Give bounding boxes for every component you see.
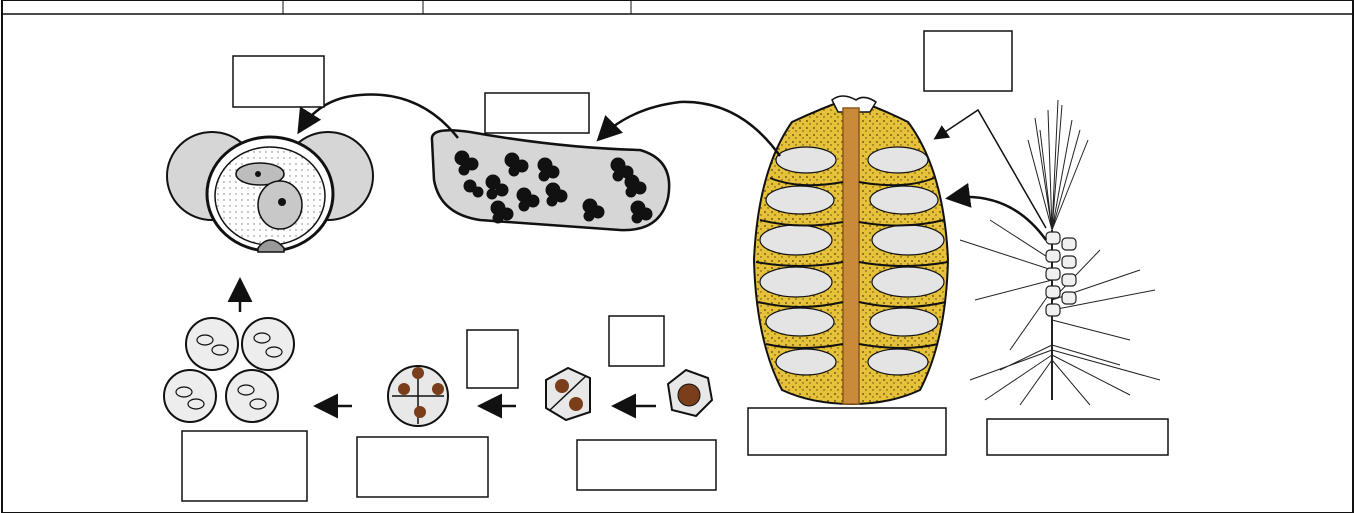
- tetrad: [388, 366, 448, 426]
- microsporangium: [766, 186, 834, 214]
- microsporangium: [760, 225, 832, 255]
- pine-shoot: [960, 100, 1160, 405]
- pointer-male-cone: [936, 110, 1046, 228]
- box-dyad[interactable]: [577, 440, 716, 490]
- microsporangium: [766, 308, 834, 336]
- pollen-sac: [432, 130, 669, 230]
- box-male-cone[interactable]: [748, 408, 946, 455]
- microsporangium: [776, 147, 836, 173]
- microsporangium: [872, 267, 944, 297]
- microsporangium: [868, 349, 928, 375]
- microsporangium: [760, 267, 832, 297]
- male-cone: [754, 96, 948, 404]
- box-pine-shoot[interactable]: [987, 419, 1168, 455]
- box-microspores[interactable]: [182, 431, 307, 501]
- dyad: [546, 368, 590, 420]
- microsporangium: [776, 349, 836, 375]
- pollen-grain: [167, 132, 373, 252]
- box-tetrad[interactable]: [357, 437, 488, 497]
- arrow-cone-to-sac: [600, 102, 780, 156]
- box-microsporophyll[interactable]: [924, 31, 1012, 91]
- microsporangium: [870, 308, 938, 336]
- box-meiosis-division[interactable]: [467, 330, 518, 388]
- box-microspore-mother-cell[interactable]: [609, 316, 664, 366]
- box-pollen-sac[interactable]: [485, 93, 589, 133]
- microspore-mother-cell: [668, 370, 712, 416]
- microspores-group: [164, 318, 294, 422]
- microsporangium: [868, 147, 928, 173]
- box-pollen-grain[interactable]: [233, 56, 324, 107]
- microsporangium: [870, 186, 938, 214]
- microsporangium: [872, 225, 944, 255]
